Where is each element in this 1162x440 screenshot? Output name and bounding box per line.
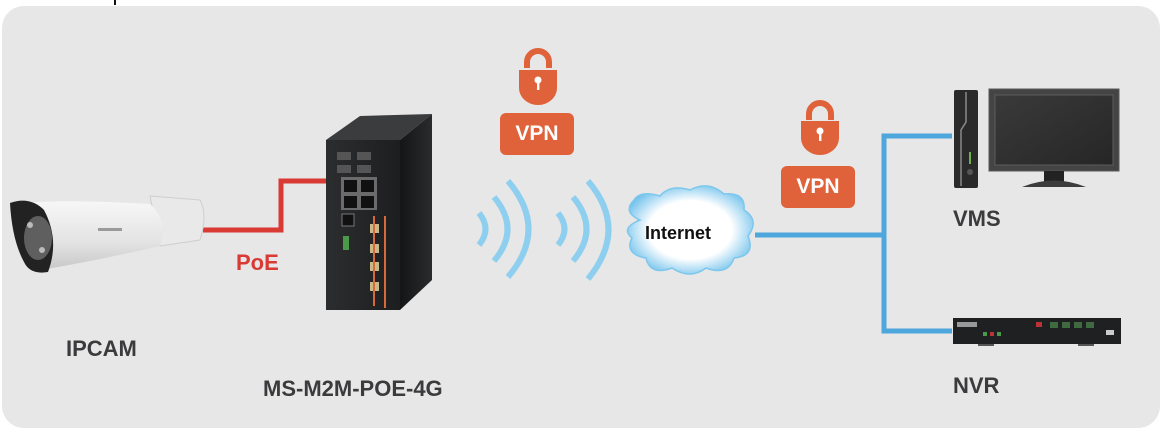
vpn-badge-1: VPN [500, 113, 574, 155]
gateway-label: MS-M2M-POE-4G [263, 376, 443, 401]
wave-arc [585, 179, 612, 281]
wave-arc [491, 195, 511, 263]
cloud-icon [626, 185, 754, 275]
padlock-icon [801, 100, 839, 155]
lan-link-lines [755, 133, 952, 334]
wave-arc [555, 211, 568, 247]
industrial-router-icon [326, 114, 432, 310]
nvr-label: NVR [953, 373, 1000, 398]
wave-arc [476, 211, 489, 247]
ipcam-label: IPCAM [66, 336, 137, 361]
lan-trunk-line [881, 133, 952, 334]
poe-link-line [203, 178, 350, 233]
vms-label: VMS [953, 206, 1001, 231]
vpn-badge-2: VPN [781, 166, 855, 208]
padlock-icon [519, 48, 557, 105]
desktop-computer-icon [954, 88, 1120, 188]
wave-arc [570, 195, 590, 263]
bullet-camera-icon [10, 195, 205, 273]
top-tick-mark [114, 0, 116, 5]
wave-arc [505, 179, 532, 279]
poe-label: PoE [236, 250, 279, 275]
internet-label: Internet [645, 223, 712, 243]
wireless-waves-icon [476, 179, 612, 281]
nvr-recorder-icon [953, 318, 1121, 346]
